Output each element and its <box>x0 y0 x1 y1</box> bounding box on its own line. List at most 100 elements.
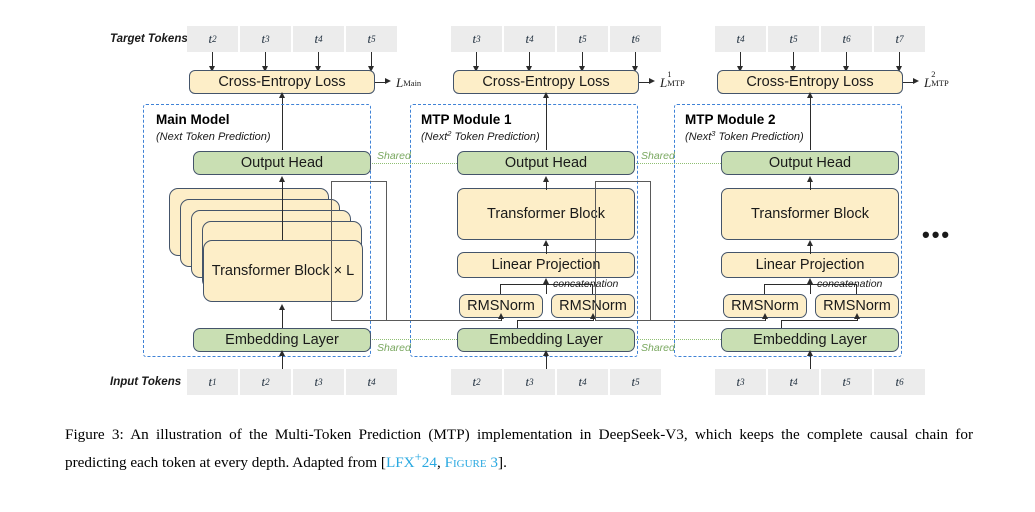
arrow-line <box>781 320 782 328</box>
citation-plus: + <box>414 450 422 464</box>
rmsnorm-right-mtp2: RMSNorm <box>815 294 899 318</box>
arrow-head <box>542 240 549 246</box>
arrow-head <box>649 78 655 85</box>
arrow-line <box>793 52 794 68</box>
arrow-line <box>593 318 594 321</box>
citation-figure-num[interactable]: 3 <box>490 454 499 472</box>
cross-entropy-loss-mtp2: Cross-Entropy Loss <box>717 70 903 94</box>
panel-title-mtp2: MTP Module 2 <box>685 112 776 127</box>
arrow-head <box>631 66 638 72</box>
crossmodule-riser-1 <box>386 181 387 321</box>
panel-mtp-module-1 <box>410 104 638 357</box>
arrow-line <box>765 316 766 321</box>
panel-main-model <box>143 104 371 357</box>
loss-symbol: L <box>396 75 404 90</box>
arrow-head <box>278 304 285 310</box>
caption-comma: , <box>436 454 441 472</box>
transformer-block-mtp2: Transformer Block <box>721 188 899 240</box>
arrow-line <box>781 320 857 321</box>
arrow-head <box>913 78 919 85</box>
cross-entropy-loss-mtp1: Cross-Entropy Loss <box>453 70 639 94</box>
arrow-line <box>517 320 593 321</box>
output-head-main: Output Head <box>193 151 371 175</box>
subtitle-sup: 2 <box>447 129 452 138</box>
loss-subscript: Main <box>403 78 422 88</box>
arrow-line <box>476 52 477 68</box>
panel-subtitle-mtp2: (Next3 Token Prediction) <box>685 129 804 143</box>
panel-subtitle-mtp1: (Next2 Token Prediction) <box>421 129 540 143</box>
crossmodule-tap-1 <box>331 181 386 182</box>
cross-entropy-loss-main: Cross-Entropy Loss <box>189 70 375 94</box>
citation-key: LFX <box>385 454 415 472</box>
subtitle-post: Token Prediction) <box>451 131 540 143</box>
loss-subscript: MTP <box>667 78 685 88</box>
subtitle-sup: 3 <box>711 129 716 138</box>
shared-label-output-head-1: Shared <box>377 150 411 162</box>
citation-year: 24 <box>421 454 437 472</box>
arrow-line <box>375 82 386 83</box>
arrow-head <box>842 66 849 72</box>
loss-symbol: L <box>924 75 932 90</box>
shared-label-embedding-2: Shared <box>641 342 675 354</box>
arrow-head <box>542 350 549 356</box>
crossmodule-tap-2 <box>595 181 650 182</box>
loss-superscript: 2 <box>931 69 936 79</box>
loss-symbol: L <box>660 75 668 90</box>
arrow-head <box>761 313 768 319</box>
arrow-line <box>546 356 547 369</box>
arrow-line <box>265 52 266 68</box>
concat-leg-right <box>856 284 857 294</box>
output-head-mtp1: Output Head <box>457 151 635 175</box>
panel-title-mtp1: MTP Module 1 <box>421 112 512 127</box>
embedding-layer-mtp2: Embedding Layer <box>721 328 899 352</box>
concat-bus <box>764 284 856 285</box>
caption-figure-number: Figure 3: <box>65 426 124 443</box>
input-tokens-row-label: Input Tokens <box>110 376 182 388</box>
citation-figure-word[interactable]: Figure <box>444 454 487 472</box>
arrow-line <box>282 356 283 369</box>
arrow-line <box>639 82 650 83</box>
arrow-head <box>367 66 374 72</box>
arrow-head <box>278 350 285 356</box>
arrow-head <box>806 278 813 284</box>
arrow-head <box>385 78 391 85</box>
arrow-line <box>740 52 741 68</box>
arrow-head <box>789 66 796 72</box>
arrow-line <box>810 284 811 294</box>
transformer-block-mtp1: Transformer Block <box>457 188 635 240</box>
arrow-head <box>261 66 268 72</box>
arrow-head <box>806 92 813 98</box>
shared-line-embedding-2 <box>619 339 727 340</box>
linear-projection-mtp2: Linear Projection <box>721 252 899 278</box>
arrow-line <box>501 316 502 321</box>
arrow-head <box>895 66 902 72</box>
arrow-head <box>314 66 321 72</box>
arrow-line <box>371 52 372 68</box>
arrow-head <box>542 92 549 98</box>
panel-title-main: Main Model <box>156 112 230 127</box>
shared-label-output-head-2: Shared <box>641 150 675 162</box>
citation-link[interactable]: LFX+24 <box>385 450 437 472</box>
concat-leg-right <box>592 284 593 294</box>
